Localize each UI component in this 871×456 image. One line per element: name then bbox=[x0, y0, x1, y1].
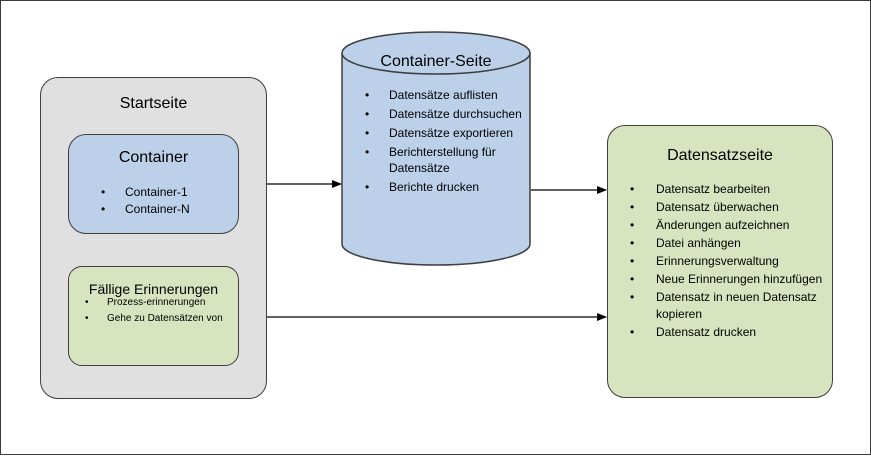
container-seite-list: Datensätze auflisten Datensätze durchsuc… bbox=[363, 87, 523, 198]
list-item: Container-N bbox=[99, 201, 190, 218]
container-list: Container-1 Container-N bbox=[99, 184, 190, 218]
list-item: Neue Erinnerungen hinzufügen bbox=[628, 271, 828, 288]
list-item: Datensätze durchsuchen bbox=[363, 106, 523, 122]
list-item: Gehe zu Datensätzen von bbox=[83, 312, 233, 325]
list-item: Datei anhängen bbox=[628, 235, 828, 252]
list-item: Erinnerungsverwaltung bbox=[628, 253, 828, 270]
erinnerungen-title: Fällige Erinnerungen bbox=[88, 281, 219, 297]
datensatzseite-box: Datensatzseite Datensatz bearbeiten Date… bbox=[607, 125, 833, 398]
datensatzseite-list: Datensatz bearbeiten Datensatz überwache… bbox=[628, 181, 828, 342]
list-item: Datensatz in neuen Datensatz kopieren bbox=[628, 289, 828, 323]
startseite-title: Startseite bbox=[119, 95, 188, 112]
list-item: Datensatz bearbeiten bbox=[628, 181, 828, 198]
list-item: Container-1 bbox=[99, 184, 190, 201]
list-item: Berichterstellung für Datensätze bbox=[363, 144, 523, 176]
list-item: Änderungen aufzeichnen bbox=[628, 217, 828, 234]
faellige-erinnerungen-box: Fällige Erinnerungen Prozess-erinnerunge… bbox=[68, 266, 239, 366]
list-item: Datensätze exportieren bbox=[363, 125, 523, 141]
list-item: Datensatz drucken bbox=[628, 324, 828, 341]
container-box: Container Container-1 Container-N bbox=[68, 134, 239, 234]
datensatzseite-title: Datensatzseite bbox=[667, 147, 773, 164]
list-item: Prozess-erinnerungen bbox=[83, 296, 233, 309]
container-seite-title: Container-Seite bbox=[380, 53, 492, 70]
erinnerungen-list: Prozess-erinnerungen Gehe zu Datensätzen… bbox=[83, 296, 233, 328]
container-seite-cylinder: Container-Seite Datensätze auflisten Dat… bbox=[341, 31, 531, 266]
list-item: Berichte drucken bbox=[363, 179, 523, 195]
list-item: Datensatz überwachen bbox=[628, 199, 828, 216]
container-title: Container bbox=[118, 149, 189, 166]
list-item: Datensätze auflisten bbox=[363, 87, 523, 103]
